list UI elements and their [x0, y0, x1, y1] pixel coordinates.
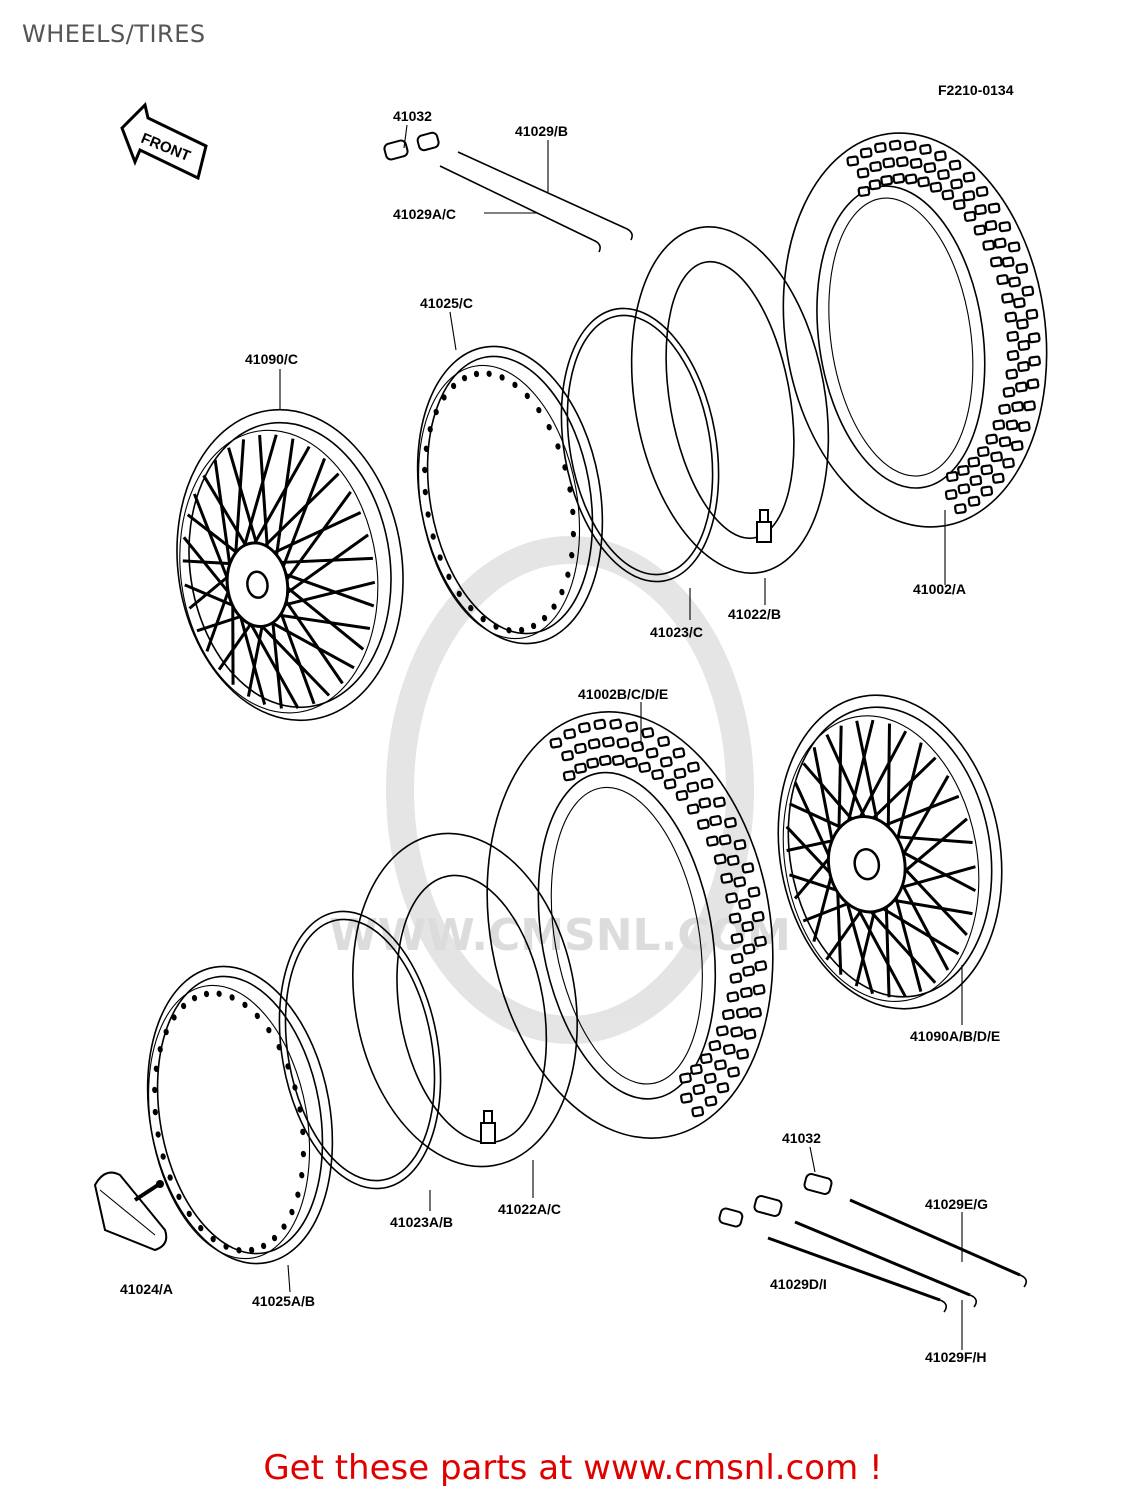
label-41029-eg: 41029E/G [925, 1196, 988, 1212]
label-41029-di: 41029D/I [770, 1276, 827, 1292]
label-41002-a: 41002/A [913, 581, 966, 597]
spoke-nipple [753, 1195, 783, 1217]
part-labels: 41032 41029/B 41029A/C 41025/C 41090/C 4… [120, 108, 1000, 1365]
cta-link[interactable]: Get these parts at www.cmsnl.com ! [263, 1448, 883, 1488]
label-41090-c: 41090/C [245, 351, 298, 367]
spokes-bottom [718, 1173, 1028, 1313]
label-41025-c: 41025/C [420, 295, 473, 311]
tire-top [782, 132, 1048, 528]
valve-stem-icon [480, 1110, 496, 1144]
label-41022-ac: 41022A/C [498, 1201, 561, 1217]
page-title: WHEELS/TIRES [22, 20, 206, 48]
rear-wheel-assembly [777, 694, 1003, 1010]
label-41002-bcde: 41002B/C/D/E [578, 686, 668, 702]
front-wheel-assembly [176, 408, 404, 722]
spoke-nipple [803, 1173, 833, 1195]
label-41032-top: 41032 [393, 108, 432, 124]
label-41023-c: 41023/C [650, 624, 703, 640]
label-41025-ab: 41025A/B [252, 1293, 315, 1309]
spoke-nipple [383, 139, 409, 161]
spoke-nipple [718, 1207, 744, 1228]
label-41022-b: 41022/B [728, 606, 781, 622]
inner-tube-bottom [352, 832, 578, 1168]
label-41029-ac: 41029A/C [393, 206, 456, 222]
label-41029-fh: 41029F/H [925, 1349, 986, 1365]
label-41023-ab: 41023A/B [390, 1214, 453, 1230]
label-41090-abde: 41090A/B/D/E [910, 1028, 1000, 1044]
label-41029-b: 41029/B [515, 123, 568, 139]
label-41024-a: 41024/A [120, 1281, 173, 1297]
spoke-nipple [416, 131, 440, 152]
rim-top [416, 345, 604, 645]
rim-lock-icon [93, 1171, 168, 1252]
label-41032-bottom: 41032 [782, 1130, 821, 1146]
rim-band-top [560, 307, 720, 583]
tire-bottom [486, 711, 774, 1139]
leader-lines [279, 124, 963, 1350]
spokes-top [383, 131, 633, 253]
inner-tube-top [630, 226, 830, 574]
rim-bottom [146, 965, 334, 1265]
valve-stem-icon [756, 509, 772, 543]
front-arrow-icon: FRONT [120, 102, 208, 181]
figure-code: F2210-0134 [938, 82, 1014, 98]
rim-band-bottom [278, 910, 442, 1190]
